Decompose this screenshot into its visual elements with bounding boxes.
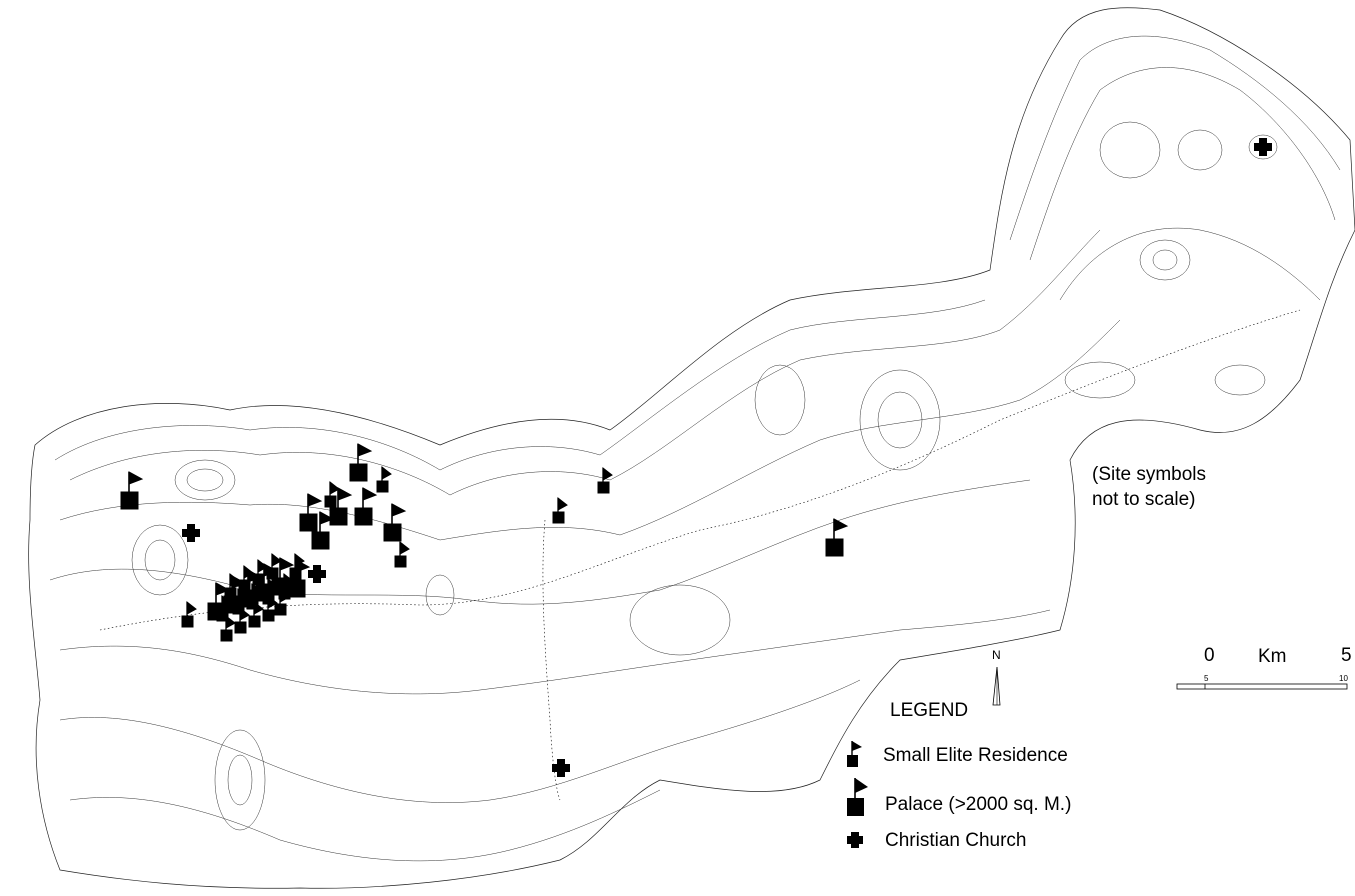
palace-site (383, 503, 407, 542)
hill-contour (754, 364, 806, 436)
contour-line (69, 229, 1101, 496)
contour-line (1059, 227, 1321, 301)
hill-contour (425, 574, 455, 616)
palace-site (329, 487, 353, 526)
hill-contour (1214, 364, 1266, 396)
contour-line (59, 609, 1051, 695)
hill-contour (214, 729, 266, 831)
small-elite-residence-site (324, 480, 340, 508)
hill-contour (859, 369, 941, 471)
small-elite-residence-site (252, 558, 268, 586)
legend-label-palace: Palace (>2000 sq. M.) (885, 794, 1072, 815)
palace-site (354, 487, 378, 526)
legend-label-small-elite-residence: Small Elite Residence (883, 745, 1068, 766)
church-site (308, 565, 326, 583)
small-elite-residence-site (552, 496, 568, 524)
hill-contour (1064, 361, 1136, 399)
palace-site (825, 518, 849, 557)
contour-line (1029, 67, 1336, 261)
contour-line (49, 479, 1031, 605)
road (542, 519, 561, 801)
small-elite-residence-site (238, 564, 254, 592)
small-elite-residence-site (394, 540, 410, 568)
scale-start-label: 0 (1204, 645, 1215, 666)
hill-contour (174, 459, 236, 501)
hill-contour (227, 754, 253, 806)
small-elite-residence-site (181, 600, 197, 628)
hill-contour (186, 468, 224, 492)
church-site (1254, 138, 1272, 156)
hill-contour (877, 391, 923, 449)
contour-line (59, 319, 1121, 541)
contour-line (1009, 35, 1341, 241)
palace-site (299, 493, 323, 532)
hill-contour (131, 524, 189, 596)
hill-contour (1152, 249, 1178, 271)
church-site (182, 524, 200, 542)
hill-contour (1248, 134, 1278, 160)
small-elite-residence-site (262, 577, 278, 605)
hill-contour (629, 584, 731, 656)
note-line-1: (Site symbols (1092, 464, 1207, 485)
small-elite-residence-icon (847, 741, 862, 767)
hill-contour (144, 539, 176, 581)
legend-title: LEGEND (890, 700, 969, 721)
scale-tick-mid-label: 5 (1204, 674, 1209, 683)
small-elite-residence-site (246, 582, 262, 610)
scale-bar (1176, 683, 1348, 690)
palace-site (349, 443, 373, 482)
legend-label-christian-church: Christian Church (885, 830, 1027, 851)
contour-line (59, 679, 861, 803)
small-elite-residence-sites (181, 465, 613, 642)
north-label: N (992, 648, 1001, 662)
palace-icon (847, 778, 868, 816)
small-elite-residence-site (278, 572, 294, 600)
hill-contour (1139, 239, 1191, 281)
small-elite-residence-site (597, 466, 613, 494)
scale-unit-label: Km (1258, 646, 1287, 667)
scale-tick-end-label: 10 (1339, 674, 1348, 683)
small-elite-residence-site (266, 552, 282, 580)
note-line-2: not to scale) (1092, 489, 1196, 510)
symbols-scale-note: (Site symbols not to scale) (1092, 462, 1262, 512)
palace-site (311, 511, 335, 550)
small-elite-residence-site (376, 465, 392, 493)
church-site (552, 759, 570, 777)
small-elite-residence-site (232, 587, 248, 615)
road (99, 309, 1301, 631)
north-arrow (992, 666, 1001, 706)
small-elite-residence-site (289, 552, 305, 580)
christian-church-icon (847, 832, 863, 848)
contour-line (54, 299, 986, 471)
hill-contour (1099, 121, 1161, 179)
hill-contour (1177, 129, 1223, 171)
scale-end-label: 5 (1341, 645, 1352, 666)
palace-site (120, 471, 144, 510)
contour-line (69, 789, 661, 862)
small-elite-residence-site (224, 572, 240, 600)
terrain-outline (28, 7, 1355, 889)
christian-church-sites (182, 138, 1272, 777)
